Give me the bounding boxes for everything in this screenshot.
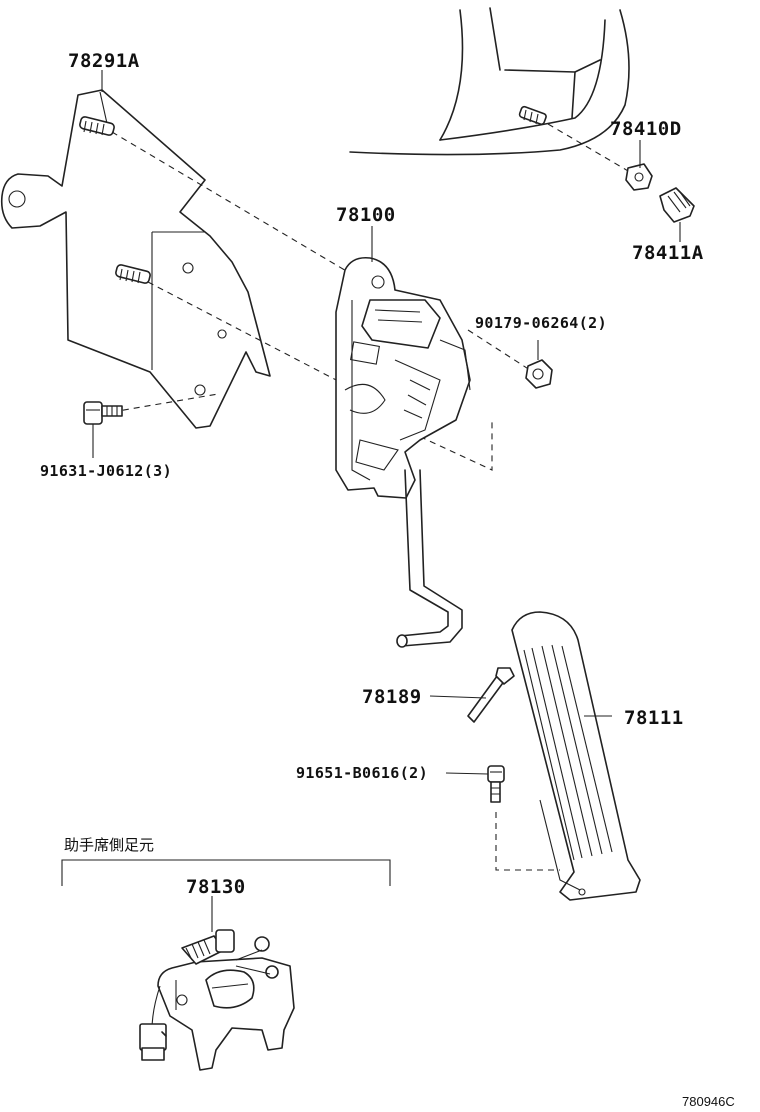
vehicle-body-outline: [349, 7, 630, 156]
label-91651-B0616: 91651-B0616(2): [296, 764, 429, 782]
body-bolt: [518, 105, 547, 126]
label-78111: 78111: [624, 707, 684, 729]
leader-lines: [92, 70, 681, 932]
pedal-pad-78111: [511, 611, 641, 901]
figure-id: 780946C: [682, 1094, 735, 1109]
bolt-91631: [83, 401, 123, 425]
pedal-assembly-78100: [335, 256, 471, 499]
section-note: 助手席側足元: [64, 836, 155, 854]
nut-90179: [525, 359, 553, 389]
passenger-pedal-78130: [139, 929, 295, 1071]
bracket-studs: [79, 116, 151, 284]
label-78100: 78100: [336, 204, 396, 226]
label-78291A: 78291A: [68, 50, 140, 72]
label-78130: 78130: [186, 876, 246, 898]
bracket-78291A: [0, 89, 271, 429]
label-78410D: 78410D: [610, 118, 682, 140]
nut-78410D: [625, 163, 653, 191]
cap-78411A: [659, 187, 695, 223]
label-78411A: 78411A: [632, 242, 704, 264]
stud-78189: [467, 667, 515, 723]
label-78189: 78189: [362, 686, 422, 708]
label-90179-06264: 90179-06264(2): [475, 314, 608, 332]
screw-91651: [487, 765, 505, 803]
pedal-arm: [396, 469, 463, 648]
label-91631-J0612: 91631-J0612(3): [40, 462, 173, 480]
assembly-guides: [111, 123, 636, 871]
section-bracket: [61, 859, 391, 886]
